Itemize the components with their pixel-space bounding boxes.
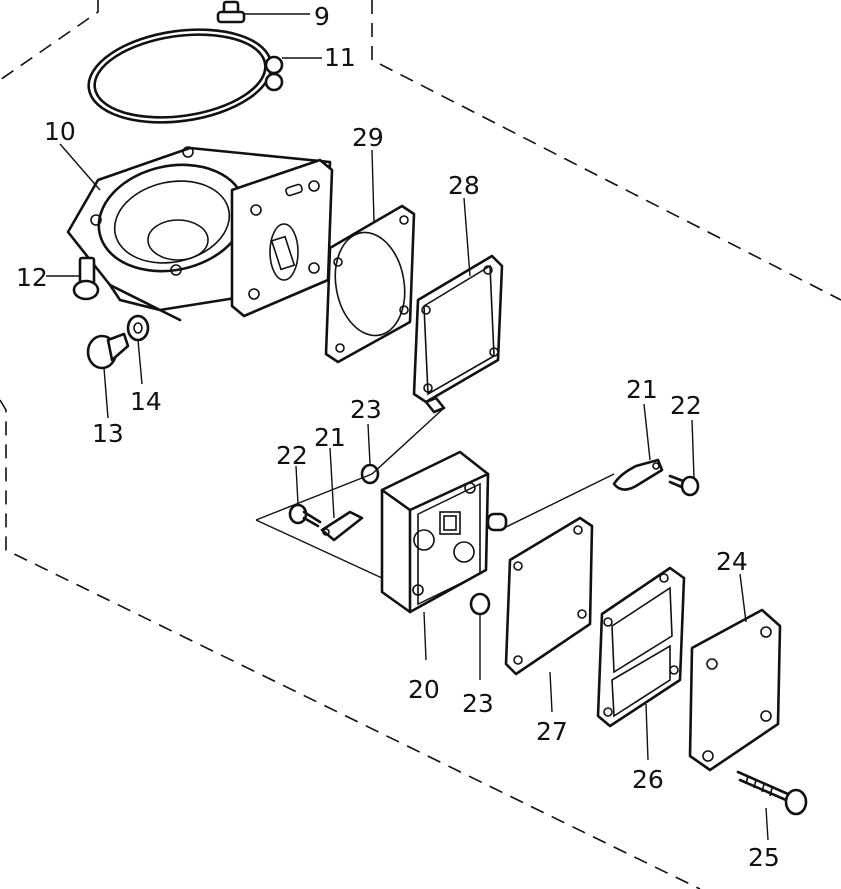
callout-25: 25 <box>748 843 780 872</box>
callout-24: 24 <box>716 547 748 576</box>
part-21-valve-flap-left <box>320 510 364 542</box>
callout-23-top: 23 <box>350 395 382 424</box>
callout-26: 26 <box>632 765 664 794</box>
callout-21-right: 21 <box>626 375 658 404</box>
callout-20: 20 <box>408 675 440 704</box>
callout-11: 11 <box>324 43 356 72</box>
part-13-drain-screw <box>86 332 130 370</box>
callout-13: 13 <box>92 419 124 448</box>
part-10-body <box>66 146 334 322</box>
part-20-pump-body <box>380 450 508 614</box>
callout-10: 10 <box>44 117 76 146</box>
callout-12: 12 <box>16 263 48 292</box>
callout-14: 14 <box>130 387 162 416</box>
part-23-nut-top <box>360 463 380 485</box>
part-26-gasket <box>596 566 686 728</box>
part-11-o-ring <box>87 28 284 124</box>
callout-22-left: 22 <box>276 441 308 470</box>
part-29-gasket <box>324 204 416 364</box>
part-22-screw-left <box>288 503 322 528</box>
callout-23-bottom: 23 <box>462 689 494 718</box>
part-28-diaphragm <box>412 254 504 414</box>
part-23-nut-bottom <box>469 592 491 616</box>
part-25-screw <box>736 770 808 816</box>
leader-lines <box>46 13 769 841</box>
part-24-cover <box>688 608 782 772</box>
callout-9: 9 <box>314 2 330 31</box>
part-12-bolt <box>72 256 100 301</box>
callouts: 9 11 10 29 28 12 14 13 23 21 22 21 22 24… <box>16 2 780 872</box>
callout-22-right: 22 <box>670 391 702 420</box>
part-9-screw <box>216 0 246 24</box>
part-22-screw-right <box>668 474 700 497</box>
callout-28: 28 <box>448 171 480 200</box>
part-21-valve-flap-right <box>612 458 664 491</box>
part-27-diaphragm <box>504 516 594 676</box>
callout-29: 29 <box>352 123 384 152</box>
callout-27: 27 <box>536 717 568 746</box>
callout-21-left: 21 <box>314 423 346 452</box>
part-14-washer <box>126 314 150 342</box>
